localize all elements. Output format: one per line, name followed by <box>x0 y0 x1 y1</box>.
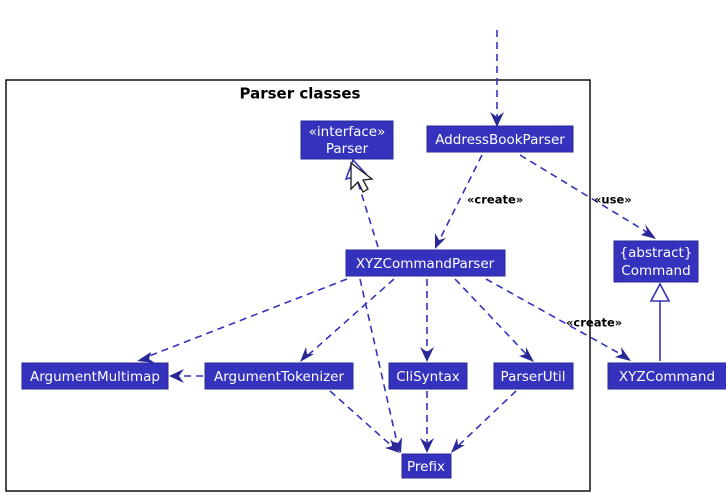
class-label-command-name: Command <box>621 263 690 279</box>
class-box-argument-tokenizer[interactable]: ArgumentTokenizer <box>204 362 354 390</box>
class-box-xyz-command[interactable]: XYZCommand <box>607 362 726 390</box>
edge-addressbookparser-creates-xyzcommandparser <box>435 154 483 249</box>
edge-label-create-xyzcommand: «create» <box>566 316 622 330</box>
class-label-prefix: Prefix <box>407 459 445 475</box>
class-label-cli-syntax: CliSyntax <box>396 369 460 385</box>
edge-xyzcommandparser-to-prefix <box>359 278 402 453</box>
class-box-parser[interactable]: «interface» Parser <box>300 120 394 160</box>
class-box-address-book-parser[interactable]: AddressBookParser <box>426 125 574 153</box>
frame-title: Parser classes <box>240 85 361 103</box>
edge-label-create-xyzcommandparser: «create» <box>467 193 523 207</box>
class-label-argument-tokenizer: ArgumentTokenizer <box>214 369 345 385</box>
class-box-prefix[interactable]: Prefix <box>401 453 452 479</box>
parser-classes-frame <box>5 79 591 492</box>
mouse-pointer-icon <box>350 161 374 193</box>
edge-xyzcommandparser-creates-xyzcommand <box>485 278 631 361</box>
edge-parserutil-to-prefix <box>451 390 517 453</box>
edge-xyzcommandparser-to-parserutil <box>454 278 534 362</box>
class-box-xyz-command-parser[interactable]: XYZCommandParser <box>345 249 506 277</box>
class-box-cli-syntax[interactable]: CliSyntax <box>388 362 468 390</box>
class-label-address-book-parser: AddressBookParser <box>435 132 565 148</box>
edge-argumenttokenizer-to-argumentmultimap <box>169 369 203 383</box>
edge-xyzcommandparser-to-argumentmultimap <box>137 278 348 363</box>
edge-label-use-command: «use» <box>594 193 632 207</box>
edge-clisyntax-to-prefix <box>420 391 434 453</box>
class-label-parser-util: ParserUtil <box>501 369 566 385</box>
class-label-parser-stereotype: «interface» <box>309 124 386 140</box>
edge-xyzcommandparser-to-clisyntax <box>420 279 434 362</box>
edge-addressbookparser-uses-command <box>519 154 656 239</box>
edge-external-to-addressbookparser <box>490 30 504 127</box>
edge-xyzcommand-extends-command <box>649 282 671 361</box>
class-label-command-stereotype: {abstract} <box>620 245 693 261</box>
class-label-argument-multimap: ArgumentMultimap <box>30 369 160 385</box>
class-box-parser-util[interactable]: ParserUtil <box>493 362 574 390</box>
class-box-argument-multimap[interactable]: ArgumentMultimap <box>21 362 169 390</box>
class-box-command[interactable]: {abstract} Command <box>613 240 699 283</box>
class-label-xyz-command-parser: XYZCommandParser <box>356 256 495 272</box>
edge-xyzcommandparser-to-argumenttokenizer <box>300 278 395 362</box>
edge-argumenttokenizer-to-prefix <box>329 390 400 453</box>
class-label-xyz-command: XYZCommand <box>619 369 715 385</box>
class-label-parser-name: Parser <box>326 141 369 157</box>
